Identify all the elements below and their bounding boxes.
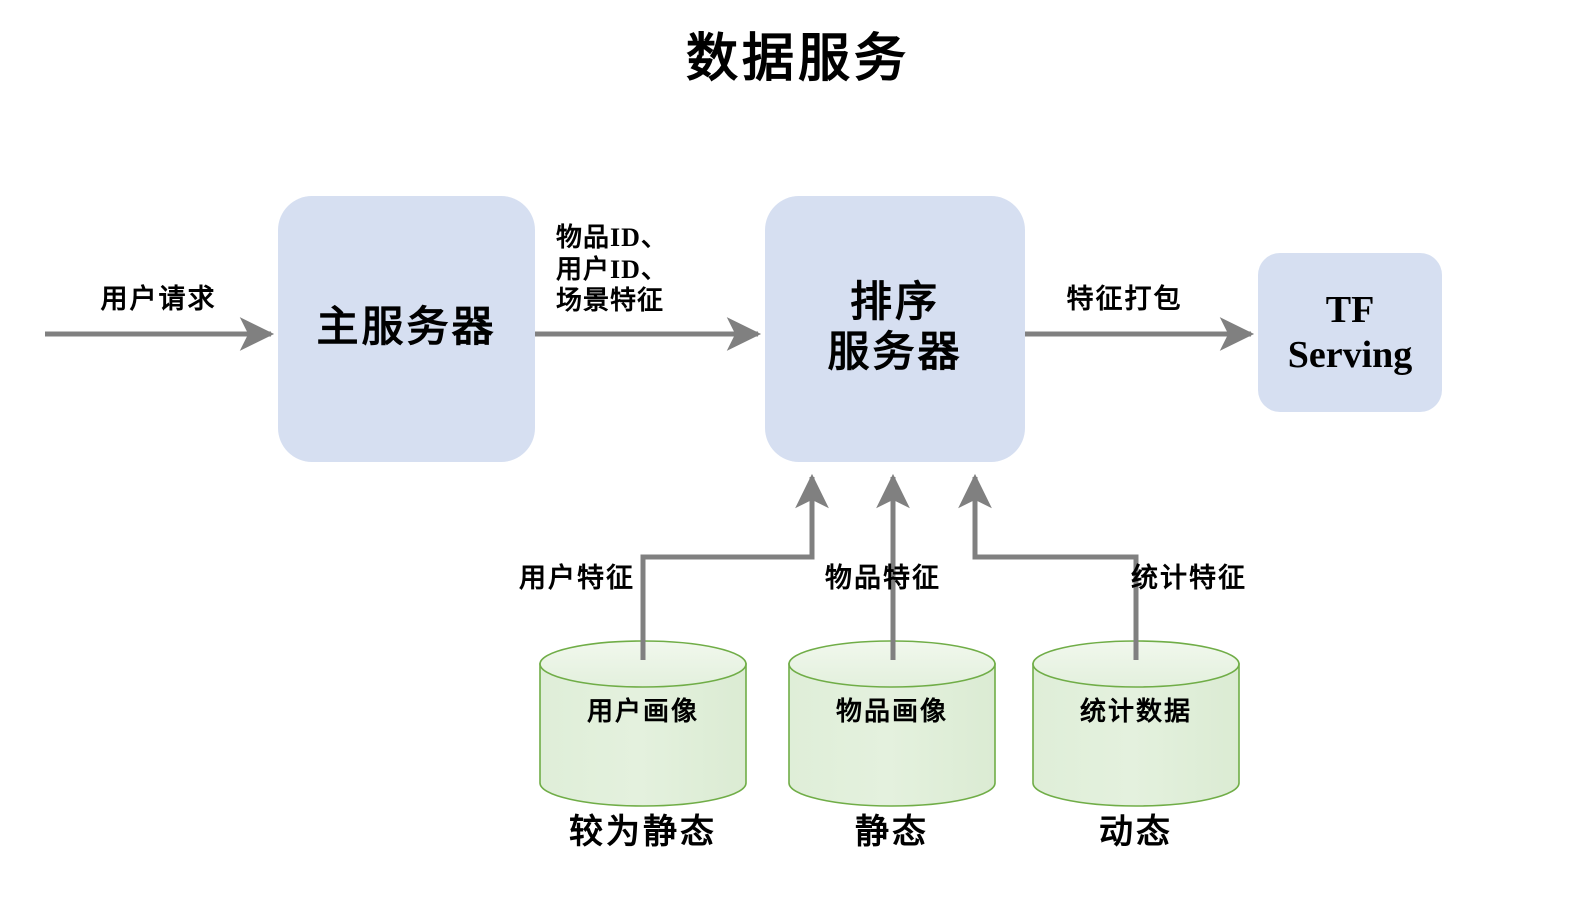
item-profile-cylinder[interactable] — [788, 640, 996, 807]
arrow-stat-features — [958, 473, 1139, 660]
tf-serving-box[interactable] — [1258, 253, 1442, 412]
stats-cylinder[interactable] — [1032, 640, 1240, 807]
arrow-user-features — [640, 473, 829, 660]
page-title: 数据服务 — [685, 31, 910, 88]
user-profile-cylinder[interactable] — [539, 640, 747, 807]
main-server-box[interactable] — [278, 196, 535, 462]
ranking-server-box[interactable] — [765, 196, 1025, 462]
